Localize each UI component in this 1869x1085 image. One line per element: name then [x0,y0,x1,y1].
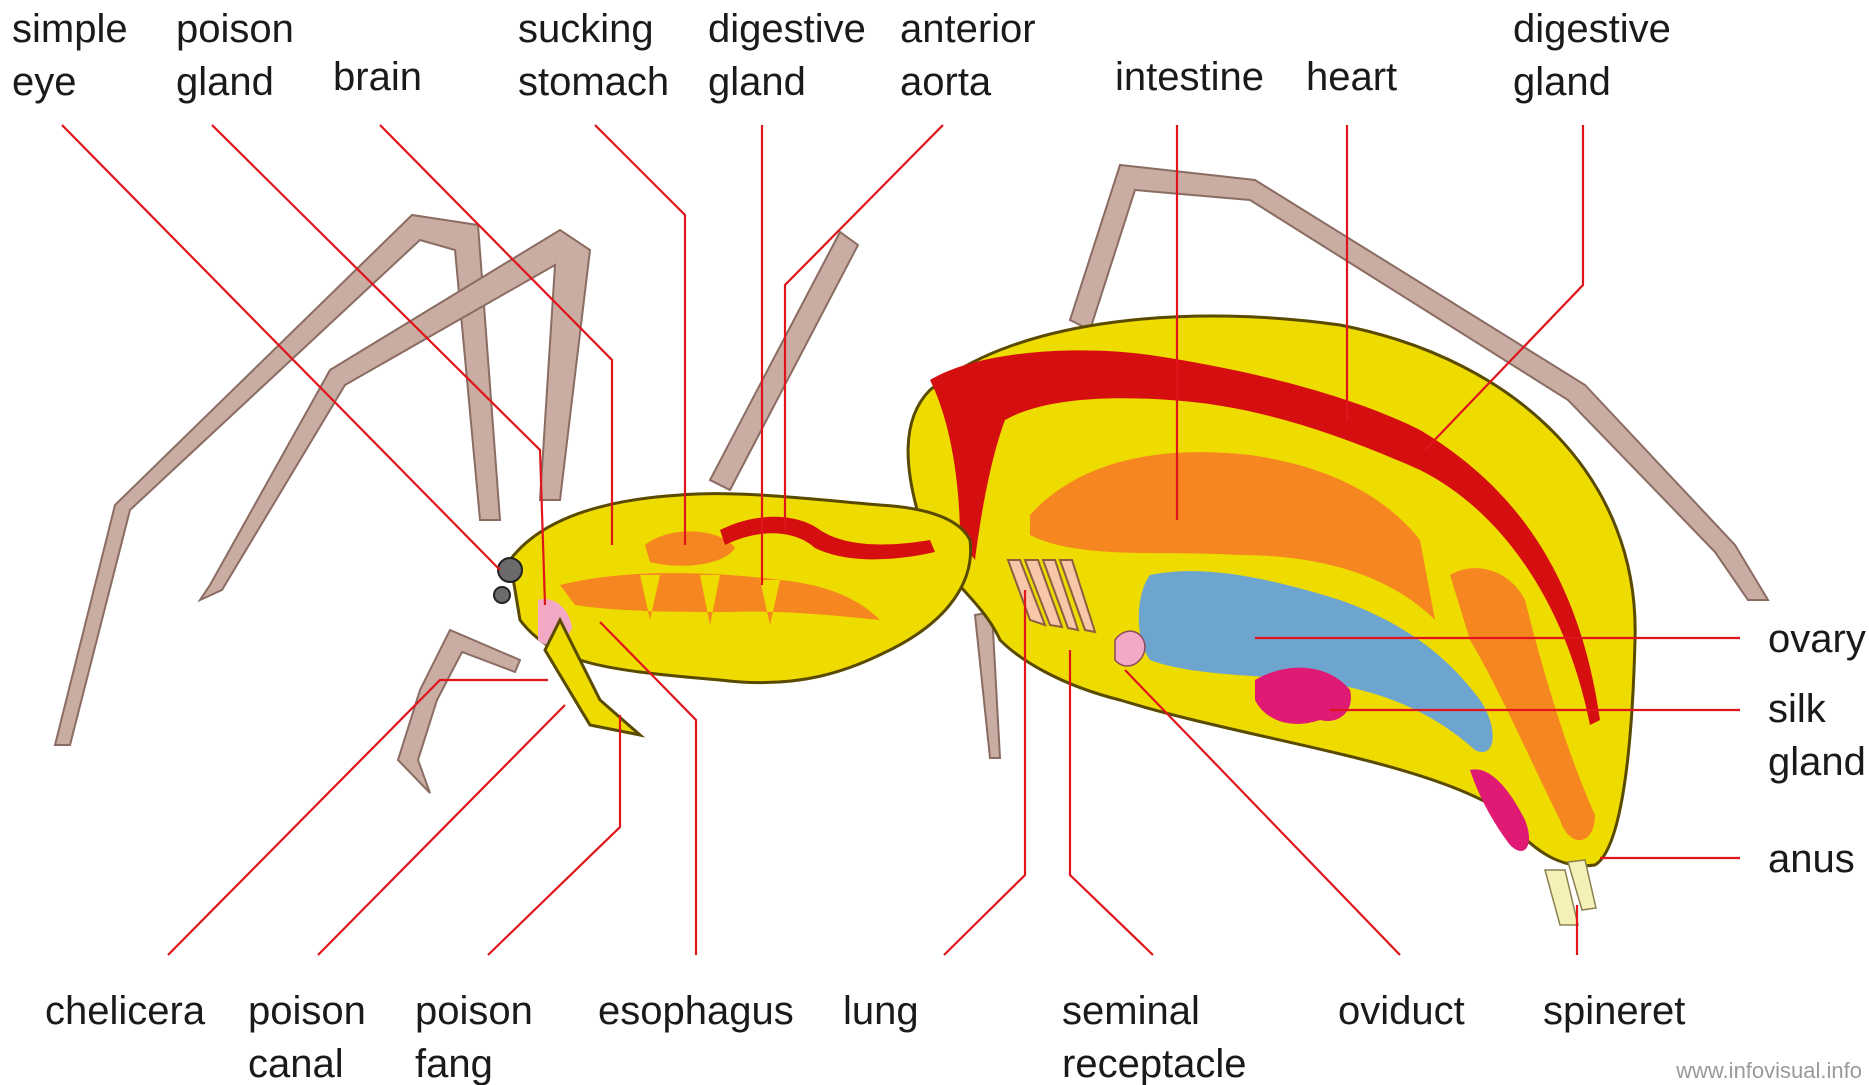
label-simple-eye: simple eye [12,7,139,104]
label-intestine: intestine [1115,55,1264,99]
label-poison-fang: poison fang [415,989,544,1085]
eye-2 [494,587,510,603]
cephalothorax [494,494,971,735]
label-heart: heart [1306,55,1397,99]
label-anus: anus [1768,837,1855,881]
watermark: www.infovisual.info [1675,1058,1862,1083]
leader-sucking-stomach [595,125,685,545]
abdomen [908,316,1635,925]
label-ovary: ovary [1768,617,1866,661]
leader-poison-fang [488,715,620,955]
label-sucking-stomach: sucking stomach [518,7,669,104]
label-digestive-gland-front: digestive gland [708,7,877,104]
label-seminal-receptacle: seminal receptacle [1062,989,1247,1085]
label-poison-canal: poison canal [248,989,377,1085]
spinneret-shape [1545,860,1596,925]
label-poison-gland: poison gland [176,7,305,104]
label-spineret: spineret [1543,989,1685,1033]
eye-1 [498,558,522,582]
label-oviduct: oviduct [1338,989,1465,1033]
label-lung: lung [843,989,919,1033]
label-chelicera: chelicera [45,989,206,1033]
label-digestive-gland-back: digestive gland [1513,7,1682,104]
label-silk-gland: silk gland [1768,687,1866,784]
label-anterior-aorta: anterior aorta [900,7,1047,104]
label-esophagus: esophagus [598,989,794,1033]
label-brain: brain [333,55,422,99]
